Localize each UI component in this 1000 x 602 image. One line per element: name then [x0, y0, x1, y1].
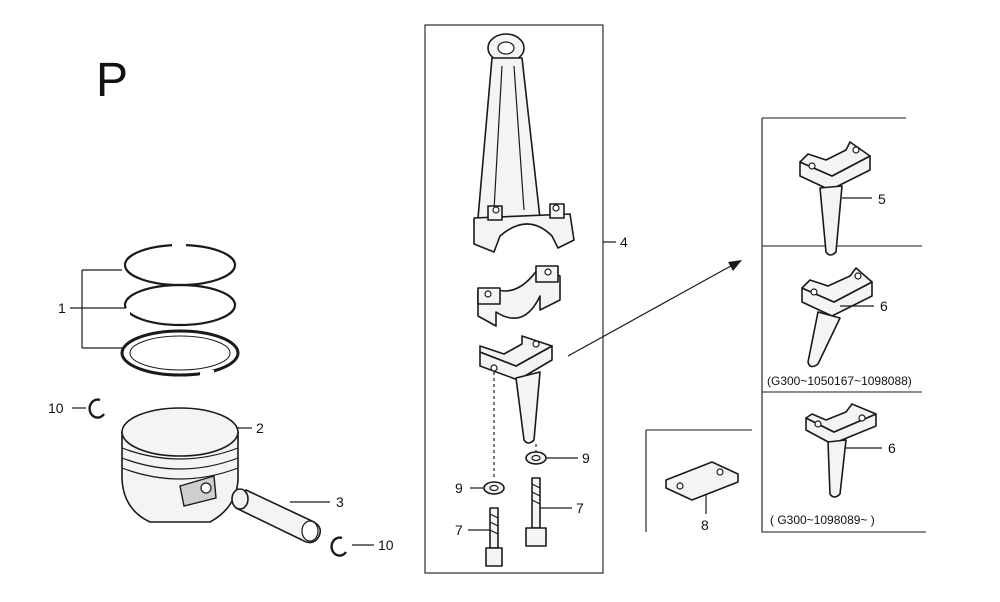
oil-dipper-6b [801, 267, 873, 368]
callout-piston: 2 [256, 420, 264, 436]
caption-dipper-6c: ( G300~1098089~ ) [770, 513, 875, 527]
callout-dipper-6c: 6 [888, 440, 896, 456]
callout-bolt-right: 7 [576, 500, 584, 516]
section-letter: P [96, 54, 128, 107]
rod-cap [477, 265, 561, 327]
callout-clip-left: 10 [48, 400, 64, 416]
bolt-right [525, 477, 547, 547]
oil-dipper-assembly [479, 335, 553, 444]
washer-right [525, 451, 547, 465]
clip-right [330, 536, 347, 557]
callout-piston-pin: 3 [336, 494, 344, 510]
lock-plate [665, 461, 739, 501]
callout-washer-left: 9 [455, 480, 463, 496]
oil-dipper-5 [799, 141, 871, 256]
callout-connecting-rod: 4 [620, 234, 628, 250]
callout-piston-rings: 1 [58, 300, 66, 316]
piston-pin [231, 488, 322, 544]
callout-dipper-5: 5 [878, 191, 886, 207]
bolt-left [485, 507, 503, 567]
clip-left [88, 398, 105, 419]
washer-left [483, 481, 505, 495]
piston [121, 407, 239, 523]
callout-washer-right: 9 [582, 450, 590, 466]
caption-dipper-6b: (G300~1050167~1098088) [767, 374, 912, 388]
callout-clip-right: 10 [378, 537, 394, 553]
callout-dipper-6b: 6 [880, 298, 888, 314]
oil-dipper-6c [805, 403, 877, 498]
callout-lock-plate: 8 [701, 517, 709, 533]
connecting-rod [473, 33, 575, 253]
callout-bolt-left: 7 [455, 522, 463, 538]
piston-rings [120, 243, 240, 378]
